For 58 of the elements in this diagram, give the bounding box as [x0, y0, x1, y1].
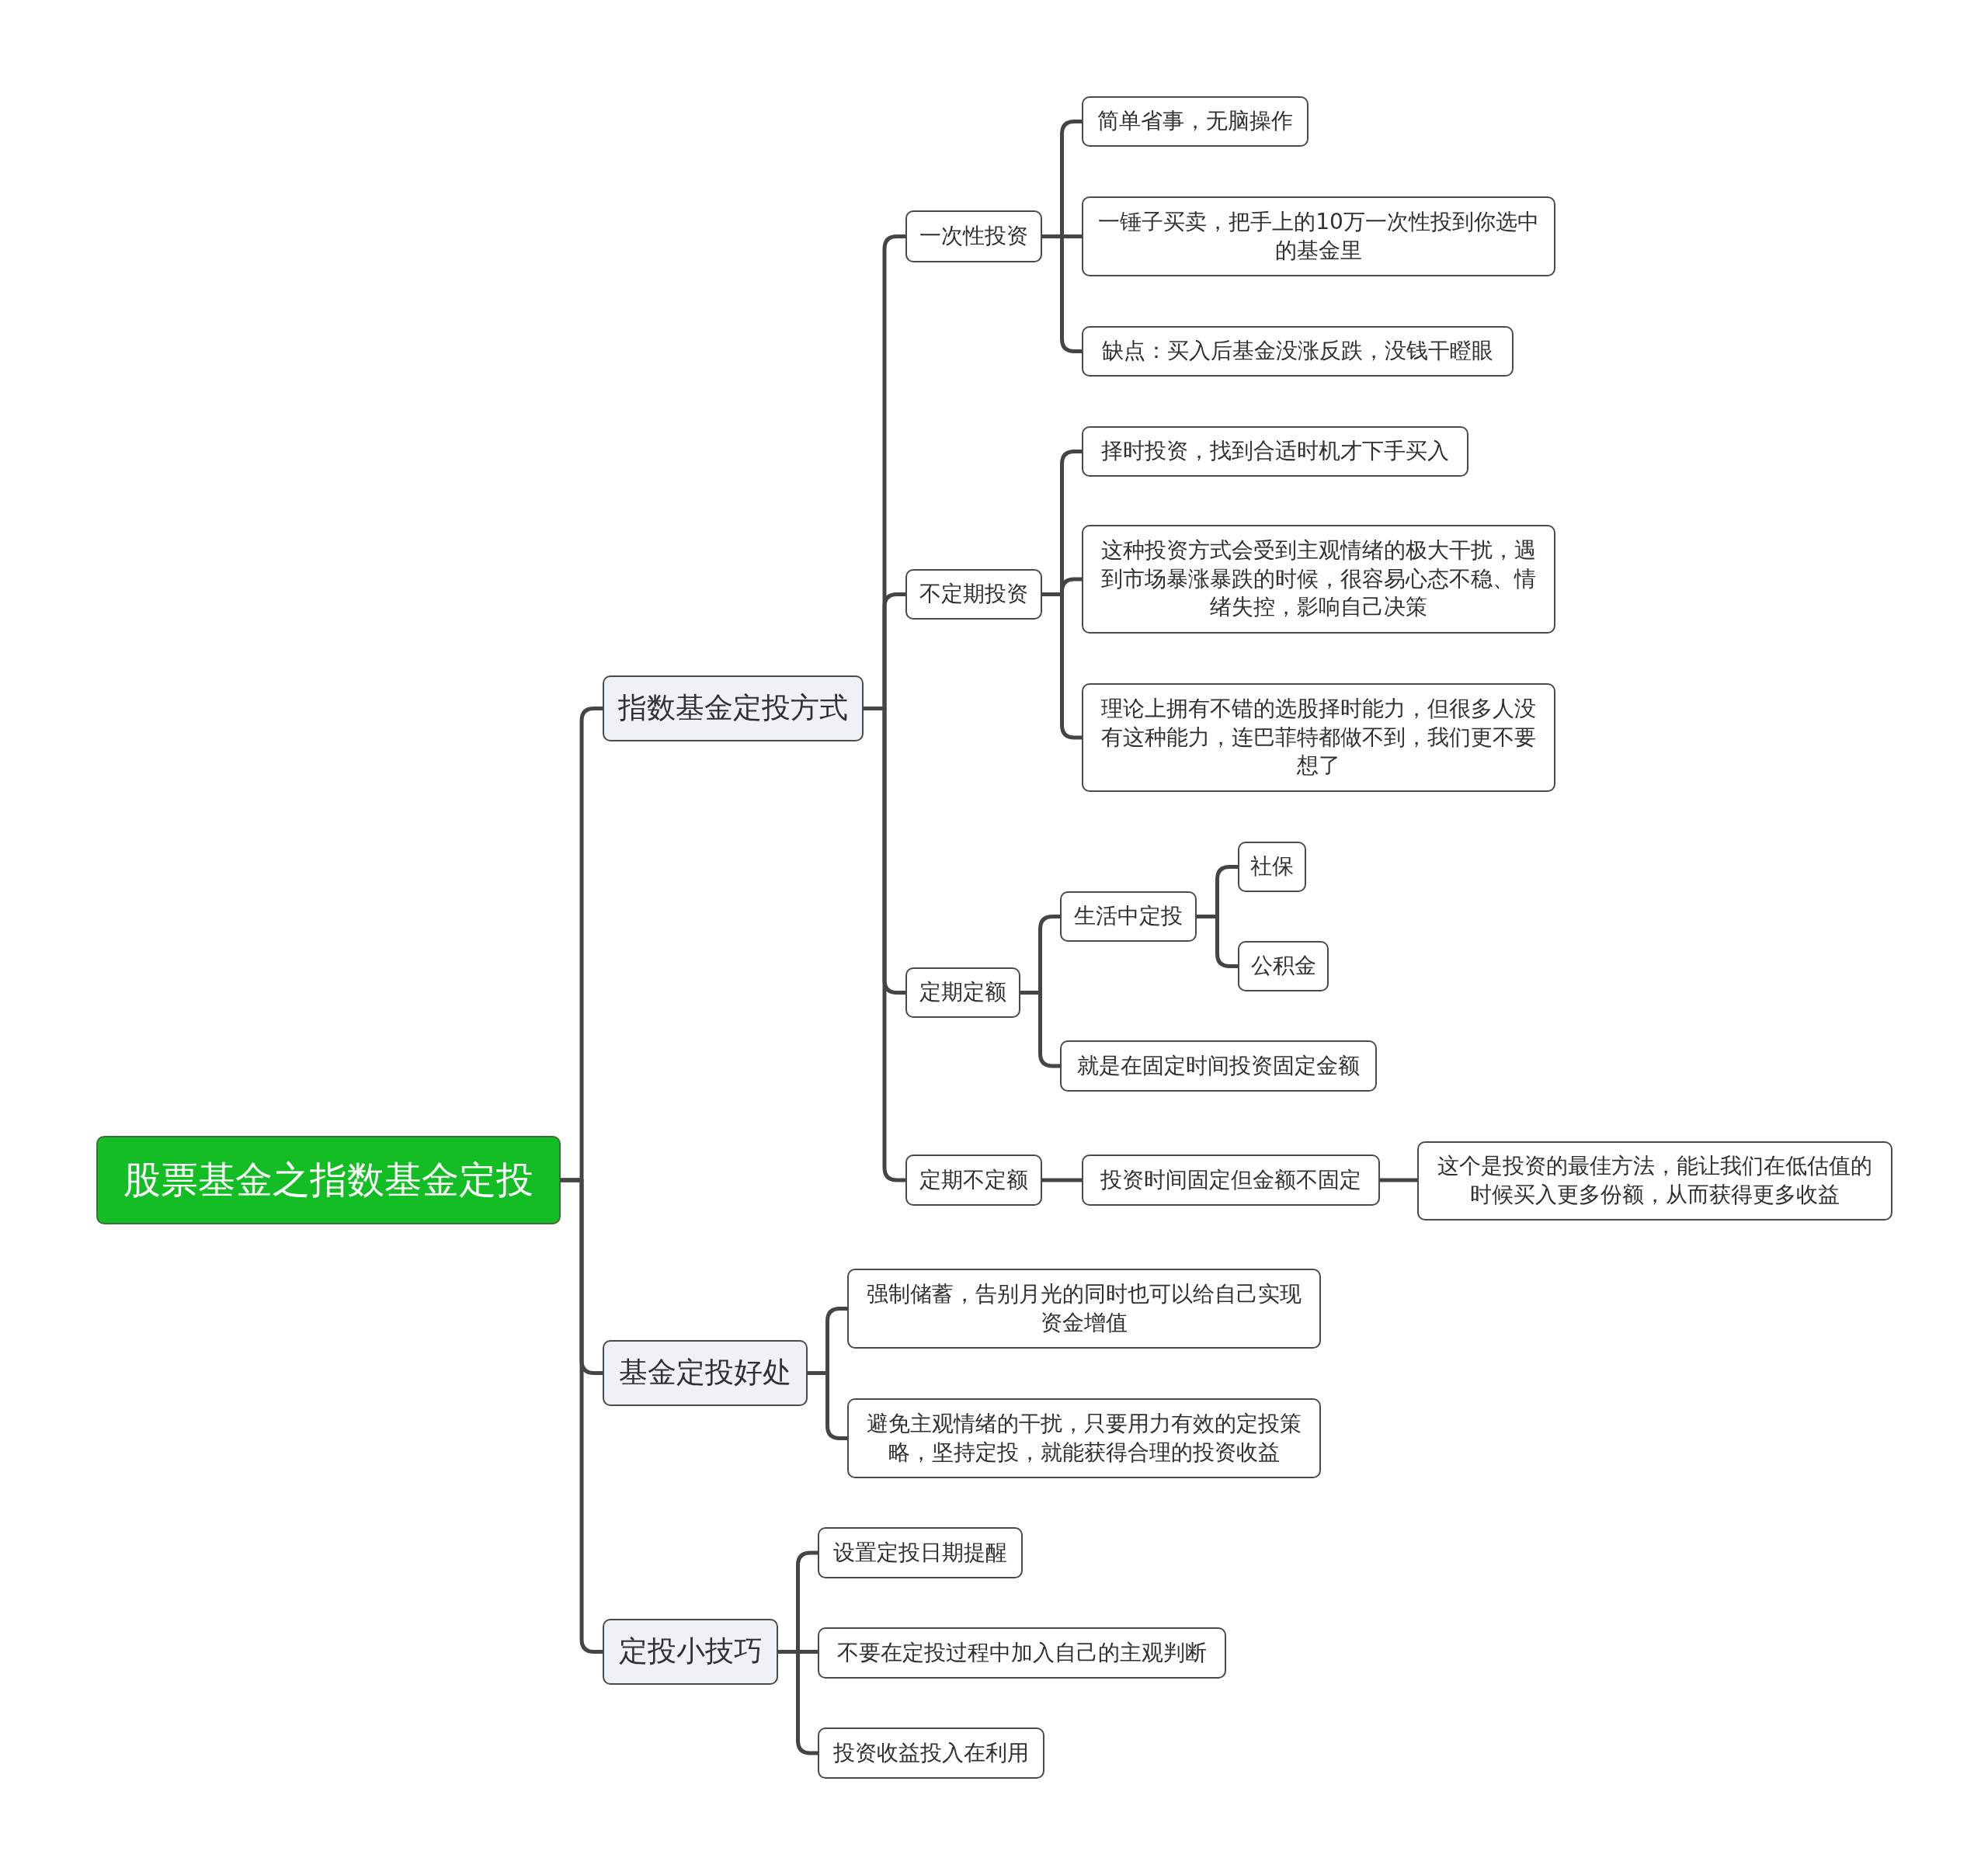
topic-text: 简单省事，无脑操作	[1097, 107, 1293, 135]
topic-text: 社保	[1250, 852, 1294, 880]
topic-text: 生活中定投	[1074, 902, 1183, 930]
subtopic-box	[1238, 842, 1306, 892]
subtopic-box	[1082, 426, 1468, 477]
subtopic-box	[847, 1398, 1321, 1478]
connector-line	[1042, 592, 1082, 740]
subtopic-box	[1082, 326, 1514, 377]
topic-text: 投资时间固定但金额不固定	[1100, 1165, 1361, 1194]
topic-text: 公积金	[1250, 952, 1316, 980]
topic-text: 缺点：买入后基金没涨反跌，没钱干瞪眼	[1102, 337, 1493, 365]
subtopic-box	[1060, 891, 1197, 942]
connector-line	[778, 1650, 818, 1755]
topic-text: 定期定额	[919, 978, 1006, 1006]
connector-line	[1020, 991, 1060, 1068]
subtopic-box	[1082, 1155, 1380, 1206]
connector-line	[1042, 234, 1082, 353]
main-topic-box	[603, 675, 864, 741]
subtopic-box	[818, 1527, 1023, 1578]
main-topic-box	[603, 1619, 778, 1685]
subtopic-box	[905, 210, 1042, 262]
subtopic-box	[905, 569, 1042, 620]
topic-text: 强制储蓄，告别月光的同时也可以给自己实现资金增值	[866, 1280, 1302, 1337]
topic-text: 一次性投资	[919, 222, 1028, 250]
subtopic-box	[1082, 525, 1555, 634]
topic-text: 设置定投日期提醒	[833, 1538, 1007, 1567]
subtopic-box	[1082, 96, 1309, 147]
subtopic-box	[1238, 941, 1329, 991]
topic-text: 这个是投资的最佳方法，能让我们在低估值的时候买入更多份额，从而获得更多收益	[1437, 1152, 1873, 1209]
connector-line	[1380, 1178, 1417, 1182]
topic-text: 不要在定投过程中加入自己的主观判断	[837, 1638, 1207, 1667]
topic-text: 理论上拥有不错的选股择时能力，但很多人没有这种能力，连巴菲特都做不到，我们更不要想了	[1100, 694, 1537, 780]
subtopic-box	[847, 1269, 1321, 1349]
topic-text: 定期不定额	[919, 1165, 1028, 1194]
subtopic-box	[1082, 683, 1555, 792]
topic-text: 一锤子买卖，把手上的10万一次性投到你选中的基金里	[1097, 207, 1540, 265]
topic-text: 这种投资方式会受到主观情绪的极大干扰，遇到市场暴涨暴跌的时候，很容易心态不稳、情绪失控，影响自己决策	[1100, 536, 1537, 622]
topic-text: 定投小技巧	[618, 1634, 763, 1669]
subtopic-box	[905, 967, 1020, 1018]
subtopic-box	[818, 1627, 1226, 1679]
subtopic-box	[1060, 1040, 1377, 1092]
topic-text: 基金定投好处	[619, 1356, 791, 1391]
connector-line	[808, 1371, 847, 1440]
connector-line	[561, 1178, 603, 1654]
topic-text: 指数基金定投方式	[618, 691, 848, 726]
topic-text: 投资收益投入在利用	[833, 1738, 1029, 1767]
central-topic-box	[96, 1136, 561, 1224]
subtopic-box	[818, 1727, 1044, 1779]
topic-text: 不定期投资	[919, 580, 1028, 608]
subtopic-box	[1082, 196, 1555, 276]
subtopic-box	[1417, 1141, 1892, 1220]
connector-line	[1042, 1178, 1082, 1182]
main-topic-box	[603, 1340, 808, 1406]
topic-text: 避免主观情绪的干扰，只要用力有效的定投策略，坚持定投，就能获得合理的投资收益	[866, 1409, 1302, 1467]
topic-text: 股票基金之指数基金定投	[123, 1158, 533, 1203]
topic-text: 就是在固定时间投资固定金额	[1077, 1051, 1360, 1080]
topic-text: 择时投资，找到合适时机才下手买入	[1101, 437, 1449, 465]
subtopic-box	[905, 1155, 1042, 1206]
